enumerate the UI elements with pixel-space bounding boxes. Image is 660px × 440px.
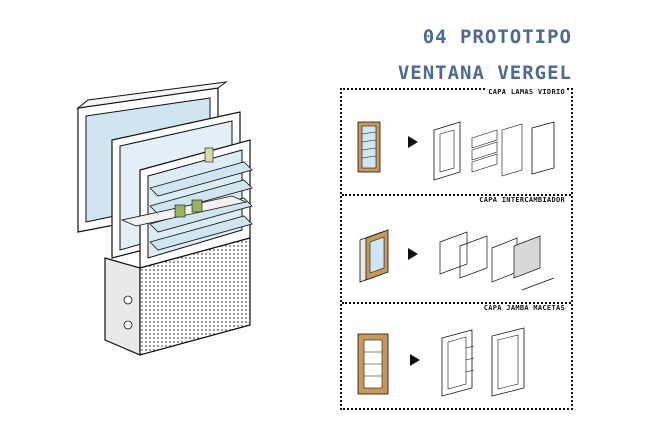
layer-label-lamas: CAPA LAMAS VIDRIO	[486, 88, 567, 96]
lamas-layer-diagram	[357, 121, 555, 181]
jamba-layer-diagram	[357, 327, 525, 397]
prototype-name-title: VENTANA VERGEL	[397, 62, 572, 84]
prototype-number-title: 04 PROTOTIPO	[422, 26, 572, 48]
layer-label-intercambiador: CAPA INTERCAMBIADOR	[477, 196, 567, 204]
layer-divider	[342, 302, 571, 304]
layers-panel: CAPA LAMAS VIDRIO CAPA INTERCAMBIADOR CA…	[340, 88, 573, 410]
window-axonometric-drawing	[76, 81, 253, 356]
layer-divider	[342, 194, 571, 196]
intercambiador-layer-diagram	[359, 229, 555, 291]
layer-label-jamba: CAPA JAMBA MACETAS	[481, 304, 567, 312]
